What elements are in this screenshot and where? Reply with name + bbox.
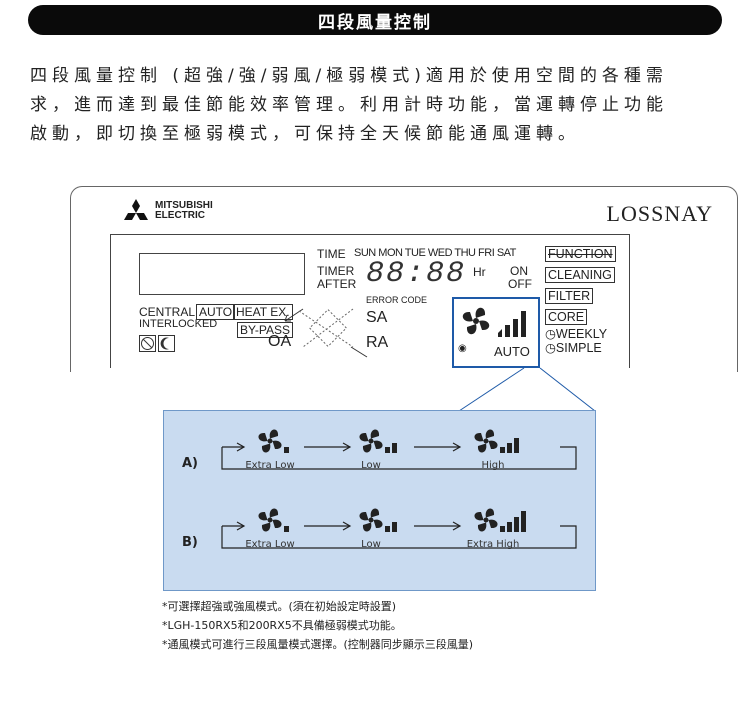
- clock-icon: ◷: [545, 341, 556, 355]
- footnotes: *可選擇超強或強風模式。(須在初始設定時設置) *LGH-150RX5和200R…: [162, 597, 473, 654]
- ra-label: RA: [366, 334, 389, 351]
- function-label: FUNCTION: [545, 246, 616, 262]
- after-label: AFTER: [317, 277, 357, 291]
- arrow-head-icon: [452, 442, 462, 452]
- brand-line-2: ELECTRIC: [155, 210, 205, 221]
- mitsubishi-logo-icon: [124, 199, 148, 220]
- footnote: *通風模式可進行三段風量模式選擇。(控制器同步顯示三段風量): [162, 638, 474, 651]
- heat-exchange-label: HEAT EX.: [233, 304, 293, 320]
- row-b-fan-icon: [474, 508, 498, 532]
- on-label: ON: [510, 264, 528, 278]
- central-label: CENTRAL: [139, 305, 196, 319]
- row-b-return-loop: [221, 525, 577, 549]
- fan-auto-label: AUTO: [494, 344, 530, 359]
- filter-label: FILTER: [545, 288, 594, 304]
- row-a-fan-icon: [359, 429, 383, 453]
- cleaning-label: CLEANING: [545, 267, 615, 283]
- row-a-return-loop: [221, 446, 577, 470]
- clock-icon: ◷: [545, 327, 556, 341]
- row-b-level-2: Low: [361, 539, 381, 550]
- weekly-label: WEEKLY: [555, 327, 608, 341]
- weekday-labels: SUN MON TUE WED THU FRI SAT: [354, 247, 516, 259]
- simple-row: ◷SIMPLE: [545, 341, 641, 355]
- intro-line: 求，進而達到最佳節能效率管理。利用計時功能，當運轉停止功能: [30, 95, 668, 115]
- row-a-level-1: Extra Low: [245, 460, 295, 471]
- brand-line-1: MITSUBISHI: [155, 200, 213, 211]
- row-a-fan-icon: [258, 429, 282, 453]
- lcd-blank-area: [139, 253, 305, 295]
- speed-sequence-graphic: [221, 429, 577, 549]
- row-b-level-1: Extra Low: [245, 539, 295, 550]
- intro-line: 四段風量控制 (超強/強/弱風/極弱模式)適用於使用空間的各種需: [30, 66, 668, 86]
- simple-label: SIMPLE: [555, 341, 602, 355]
- row-a-level-3: High: [481, 460, 505, 471]
- row-a-label: A): [182, 456, 199, 471]
- intro-line: 啟動，即切換至極弱模式，可保持全天候節能通風運轉。: [30, 124, 580, 144]
- bypass-label: BY-PASS: [237, 322, 294, 338]
- hours-label: Hr: [473, 265, 486, 279]
- speed-sequence-diagram: A) B) Extra Low Low High Extra Low Low E…: [163, 410, 596, 591]
- weekly-row: ◷WEEKLY: [545, 327, 641, 341]
- row-b-fan-icon: [359, 508, 383, 532]
- footnote: *LGH-150RX5和200RX5不具備極弱模式功能。: [162, 619, 402, 632]
- row-a-fan-icon: [474, 429, 498, 453]
- row-a-level-2: Low: [361, 460, 381, 471]
- controller-panel: MITSUBISHI ELECTRIC LOSSNAY TIME SUN MON…: [69, 186, 741, 376]
- row-b-speed-bars: [500, 511, 526, 532]
- row-b-level-3: Extra High: [466, 539, 520, 550]
- arrow-head-icon: [236, 521, 246, 531]
- product-logo: LOSSNAY: [606, 201, 713, 226]
- off-label: OFF: [508, 277, 532, 291]
- arrow-head-icon: [342, 442, 352, 452]
- arrow-head-icon: [342, 521, 352, 531]
- lcd-display: TIME SUN MON TUE WED THU FRI SAT TIMER A…: [110, 234, 630, 368]
- auto-mode-label: AUTO: [196, 304, 236, 320]
- intro-paragraph: 四段風量控制 (超強/強/弱風/極弱模式)適用於使用空間的各種需 求，進而達到最…: [30, 62, 720, 149]
- fan-speed-icon: [462, 307, 526, 337]
- oa-label: OA: [268, 333, 292, 350]
- section-title-bar: 四段風量控制: [28, 5, 722, 35]
- interlock-icons: [139, 335, 175, 352]
- error-code-label: ERROR CODE: [366, 295, 428, 305]
- function-labels: FUNCTION CLEANING FILTER CORE ◷WEEKLY ◷S…: [545, 243, 641, 355]
- arrow-head-icon: [452, 521, 462, 531]
- arrow-head-icon: [236, 442, 246, 452]
- fan-speed-highlight: ◉ AUTO: [452, 297, 540, 368]
- core-label: CORE: [545, 309, 588, 325]
- radio-dot-icon: ◉: [458, 343, 467, 354]
- row-b-fan-icon: [258, 508, 282, 532]
- row-a-speed-bars: [500, 438, 519, 453]
- airflow-cross-icon: [284, 308, 368, 358]
- row-b-speed-bars: [385, 522, 397, 532]
- time-label: TIME: [317, 247, 346, 261]
- brand-name: MITSUBISHI ELECTRIC: [155, 201, 213, 221]
- sa-label: SA: [366, 309, 388, 326]
- row-b-speed-bars: [284, 526, 289, 532]
- timer-label: TIMER: [317, 264, 355, 278]
- interlocked-label: INTERLOCKED: [139, 318, 218, 330]
- row-a-speed-bars: [284, 447, 289, 453]
- row-b-label: B): [182, 535, 198, 550]
- digit-display: 88:88: [366, 257, 467, 291]
- footnote: *可選擇超強或強風模式。(須在初始設定時設置): [162, 600, 397, 613]
- section-title: 四段風量控制: [318, 12, 432, 33]
- row-a-speed-bars: [385, 443, 397, 453]
